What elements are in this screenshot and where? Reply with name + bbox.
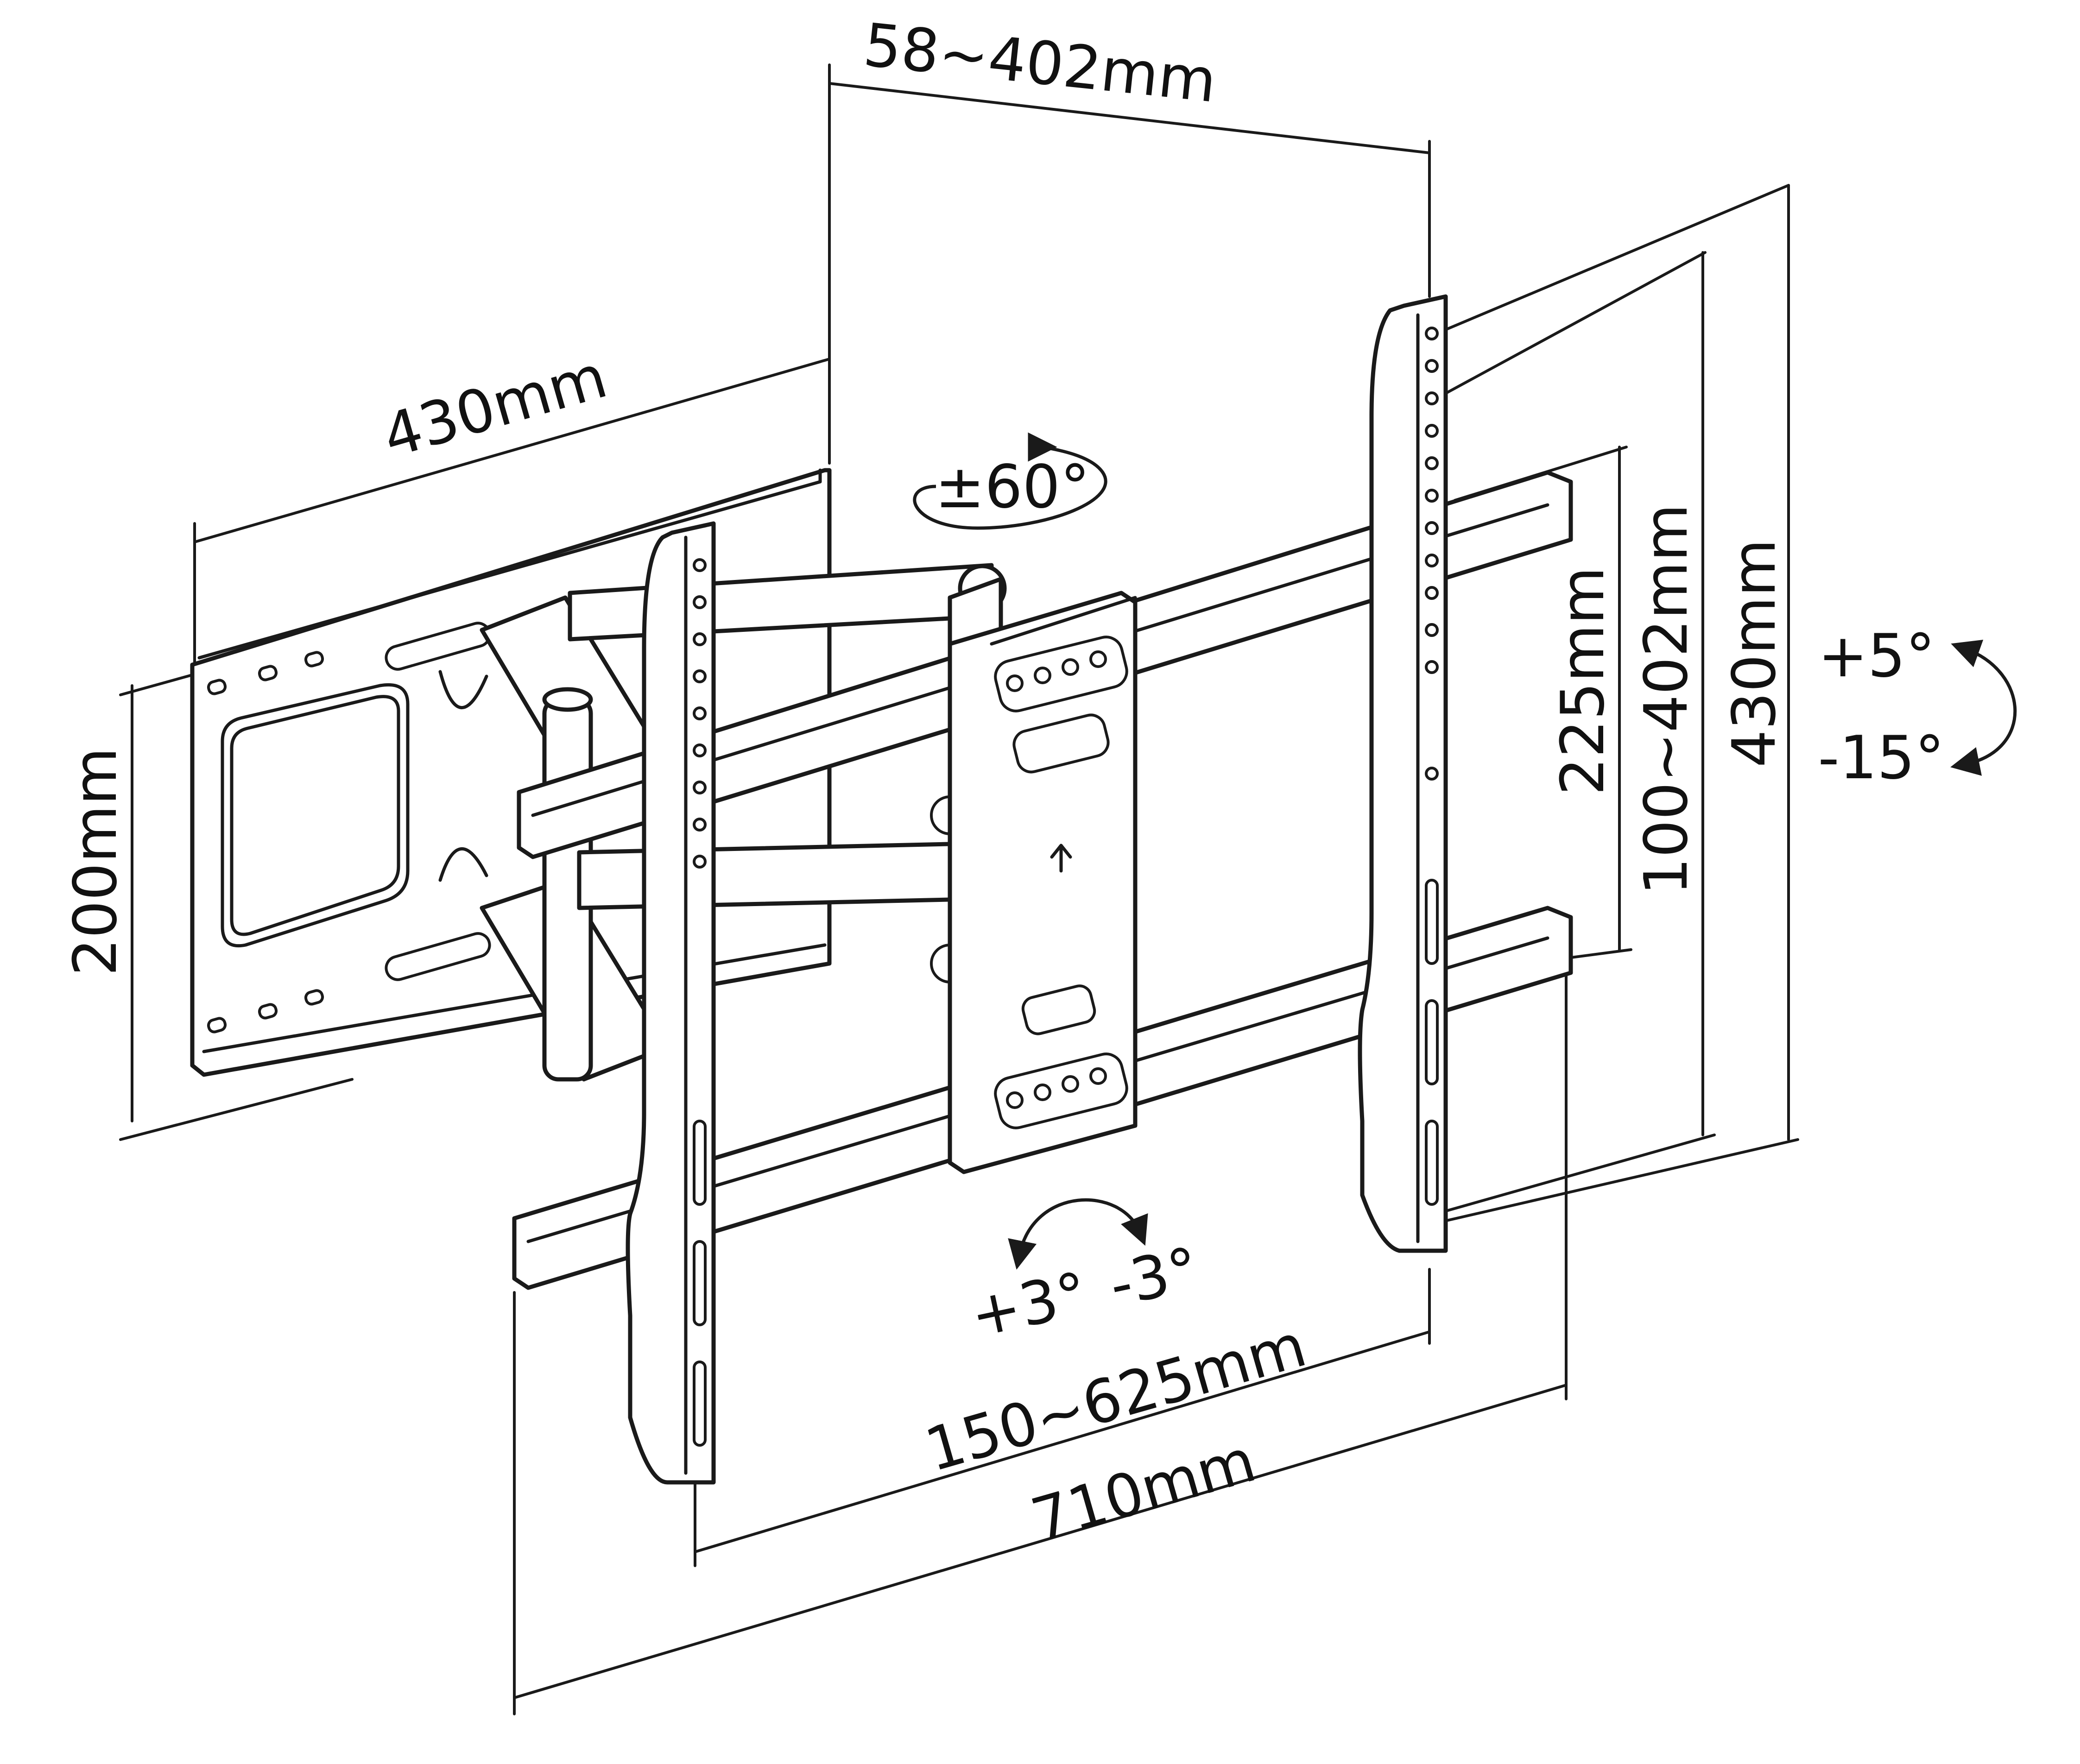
right-vertical-strap (1358, 294, 1448, 1253)
label-58-402mm: 58~402mm (860, 11, 1220, 116)
label-tilt-up: +5° (1818, 622, 1935, 691)
level-arrow (1008, 1198, 1148, 1270)
center-carriage (948, 591, 1138, 1174)
label-430mm-height: 430mm (1720, 539, 1789, 768)
label-tilt-down: -15° (1818, 724, 1944, 793)
tilt-arrow (1950, 639, 2017, 776)
label-level-minus: -3° (1104, 1235, 1205, 1321)
label-swivel-angle: ±60° (935, 453, 1090, 522)
label-level-plus: +3° (965, 1259, 1094, 1351)
label-100-402mm: 100~402mm (1632, 504, 1701, 895)
left-vertical-strap (626, 521, 716, 1485)
label-225mm: 225mm (1549, 567, 1618, 795)
label-430mm-arm: 430mm (375, 342, 614, 472)
label-200mm: 200mm (61, 747, 130, 976)
swivel-arrow (913, 432, 1107, 530)
